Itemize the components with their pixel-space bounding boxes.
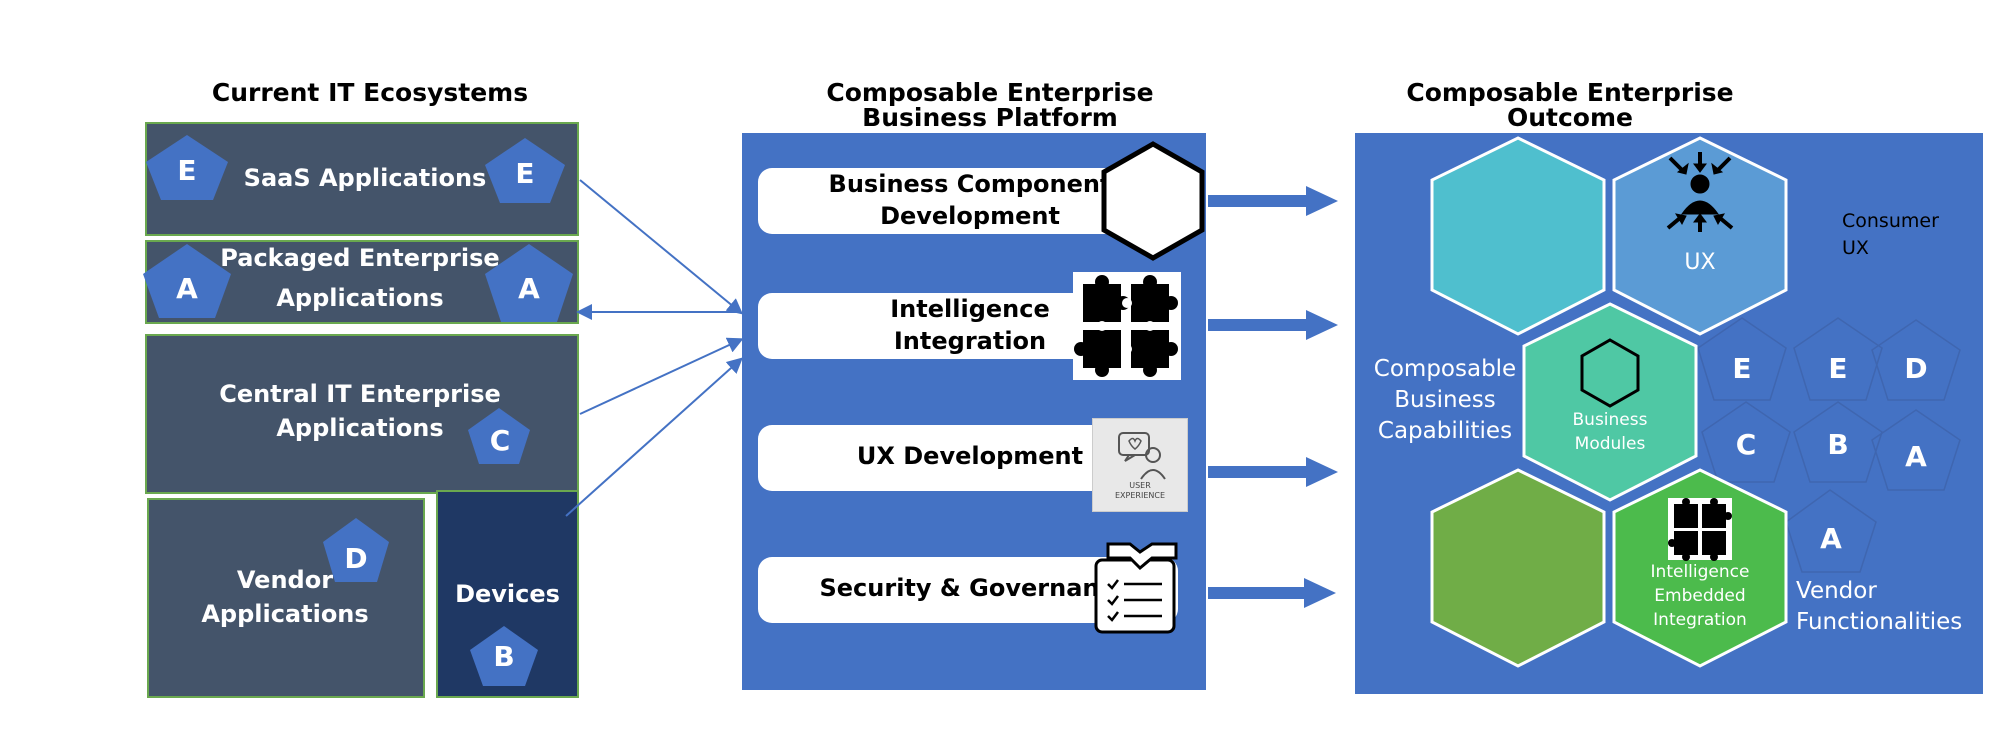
vendor-pentagon-4: [1701, 401, 1791, 483]
intelligence-embedded-line3: Integration: [1653, 610, 1747, 630]
vendor-pentagon-1: [1697, 317, 1787, 401]
small-hexagon-icon: [1580, 338, 1640, 408]
vendor-functionalities-line2: Functionalities: [1796, 609, 1963, 635]
ux-icon-caption-1: USER: [1129, 481, 1151, 490]
intelligence-hexagon: [1612, 468, 1788, 668]
saas-applications-label: SaaS Applications: [243, 164, 487, 192]
central-it-line1: Central IT Enterprise: [219, 380, 501, 408]
user-focus-icon: [1666, 152, 1734, 232]
ux-hexagon: [1612, 136, 1788, 336]
business-modules-line2: Modules: [1574, 434, 1646, 454]
devices-label: Devices: [455, 580, 560, 608]
packaged-badge-right: A: [518, 272, 540, 305]
connector-central: [579, 337, 744, 415]
ux-hexagon-label: UX: [1684, 250, 1716, 275]
pentagon-badge-icon: [485, 138, 565, 203]
business-component-line2: Development: [880, 202, 1060, 230]
puzzle-small-icon: [1668, 498, 1732, 561]
outcome-title-line1: Composable Enterprise: [1406, 78, 1734, 107]
user-experience-icon: USER EXPERIENCE: [1092, 418, 1188, 512]
handshake-checklist-icon: [1094, 542, 1178, 634]
platform-title-line1: Composable Enterprise: [826, 78, 1154, 107]
intelligence-embedded-line1: Intelligence: [1650, 562, 1750, 582]
packaged-badge-left: A: [176, 272, 198, 305]
pentagon-letter: E: [1732, 352, 1752, 385]
pentagon-letter: D: [1904, 352, 1928, 385]
pentagon-letter: B: [1827, 428, 1849, 461]
vendor-badge: D: [344, 542, 368, 575]
pentagon-badge-icon: [470, 626, 538, 686]
intelligence-integration-line1: Intelligence: [890, 295, 1050, 323]
vendor-pentagon-6: [1871, 409, 1961, 491]
arrow-right-icon: [1208, 186, 1338, 216]
security-governance-label: Security & Governance: [819, 574, 1130, 602]
ux-icon-caption-2: EXPERIENCE: [1114, 491, 1165, 500]
hexagon-outline-icon: [1101, 141, 1205, 261]
olive-hexagon: [1430, 468, 1606, 668]
pentagon-badge-icon: [323, 518, 389, 582]
arrow-right-icon: [1208, 578, 1336, 608]
central-badge: C: [489, 424, 511, 457]
ux-development-label: UX Development: [856, 442, 1084, 470]
devices-badge: B: [493, 640, 515, 673]
consumer-ux-line1: Consumer: [1842, 210, 1939, 232]
pentagon-letter: E: [1828, 352, 1848, 385]
intelligence-embedded-line2: Embedded: [1654, 586, 1746, 606]
saas-badge-right: E: [515, 157, 535, 190]
pentagon-badge-icon: [468, 408, 530, 464]
pentagon-letter: A: [1905, 440, 1927, 473]
pentagon-badge-icon: [485, 244, 573, 322]
connector-devices: [565, 357, 743, 517]
vendor-pentagon-3: [1871, 319, 1961, 401]
pentagon-letter: C: [1735, 428, 1757, 461]
capabilities-line2: Business: [1394, 387, 1496, 413]
teal-hexagon: [1430, 136, 1606, 336]
puzzle-icon: [1073, 272, 1181, 380]
vendor-applications-line2: Applications: [201, 600, 369, 628]
vendor-pentagon-5: [1793, 401, 1883, 483]
consumer-ux-line2: UX: [1842, 237, 1869, 259]
central-it-line2: Applications: [276, 414, 444, 442]
arrow-right-icon: [1208, 457, 1338, 487]
outcome-title-line2: Outcome: [1506, 103, 1633, 132]
vendor-applications-line1: Vendor: [236, 566, 334, 594]
business-component-line1: Business Component: [828, 170, 1112, 198]
business-modules-line1: Business: [1572, 410, 1648, 430]
arrow-right-icon: [1208, 310, 1338, 340]
packaged-enterprise-line2: Applications: [276, 284, 444, 312]
vendor-pentagon-7: [1785, 489, 1877, 573]
current-it-ecosystems-title: Current IT Ecosystems: [211, 78, 529, 107]
intelligence-integration-line2: Integration: [893, 327, 1047, 355]
platform-title-line2: Business Platform: [862, 103, 1118, 132]
saas-badge-left: E: [177, 154, 197, 187]
packaged-enterprise-line1: Packaged Enterprise: [220, 244, 500, 272]
vendor-applications-box: [147, 498, 425, 698]
capabilities-line3: Capabilities: [1377, 418, 1513, 444]
vendor-functionalities-line1: Vendor: [1796, 578, 1877, 604]
pentagon-letter: A: [1820, 522, 1842, 555]
business-modules-hexagon: [1522, 302, 1698, 502]
connector-saas: [579, 179, 744, 315]
capabilities-line1: Composable: [1373, 356, 1517, 382]
vendor-pentagon-2: [1793, 317, 1883, 401]
pentagon-badge-icon: [143, 244, 231, 318]
pentagon-badge-icon: [146, 135, 228, 200]
